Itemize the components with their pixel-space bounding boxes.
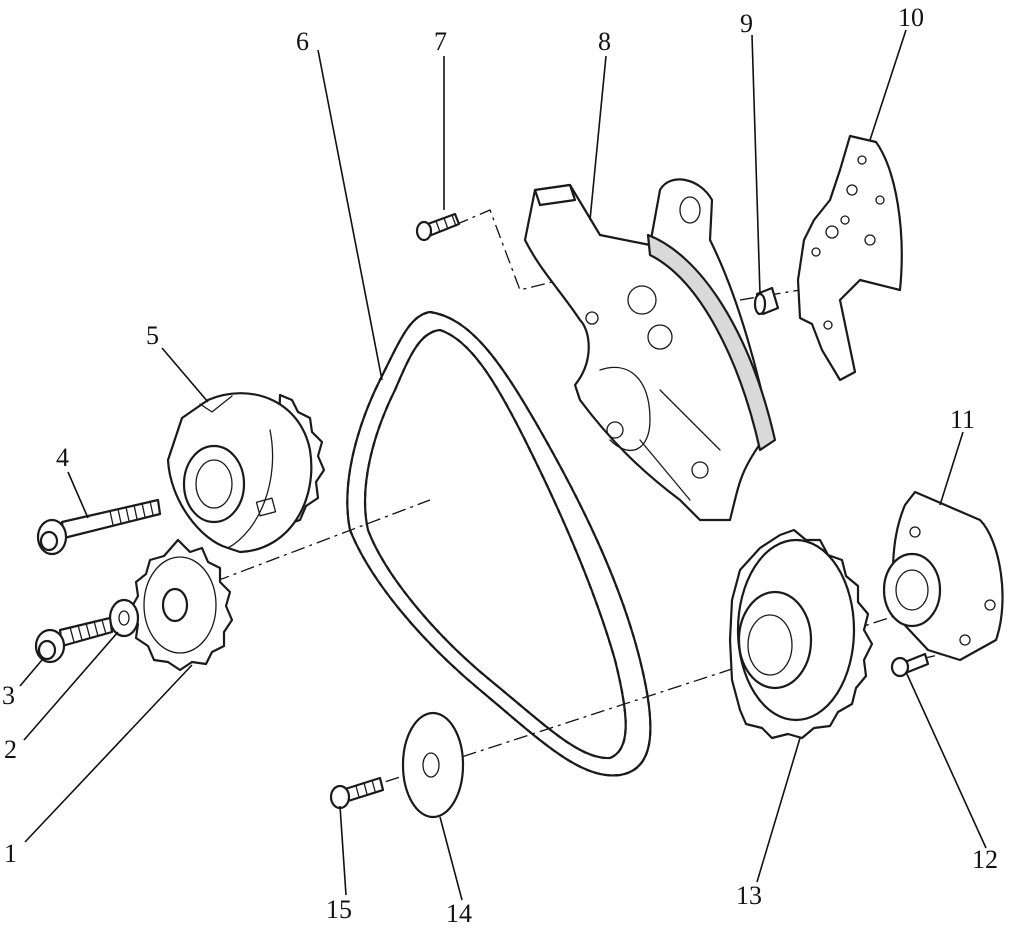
cover-plate bbox=[796, 134, 903, 382]
callout-13: 13 bbox=[736, 881, 762, 910]
chain-guide-housing bbox=[523, 178, 777, 522]
callout-9: 9 bbox=[740, 9, 753, 38]
small-sprocket bbox=[128, 538, 234, 672]
callout-14: 14 bbox=[446, 899, 472, 928]
callout-6: 6 bbox=[296, 27, 309, 56]
callout-15: 15 bbox=[326, 895, 352, 924]
callout-10: 10 bbox=[898, 3, 924, 32]
thrust-washer bbox=[401, 711, 465, 819]
timing-chain bbox=[346, 310, 652, 777]
leader-lines bbox=[19, 29, 987, 901]
crankshaft-sprocket bbox=[728, 528, 874, 740]
tensioner-bolt bbox=[415, 212, 461, 242]
callout-12: 12 bbox=[972, 845, 998, 874]
flange-screw bbox=[890, 652, 930, 678]
flange bbox=[882, 490, 1004, 662]
washer-bolt bbox=[329, 776, 385, 810]
adjuster-bolt bbox=[36, 498, 162, 556]
bushing bbox=[753, 286, 780, 316]
sprocket-bolt bbox=[34, 616, 114, 664]
callout-8: 8 bbox=[598, 27, 611, 56]
callout-11: 11 bbox=[950, 405, 975, 434]
callout-1: 1 bbox=[4, 839, 17, 868]
callout-3: 3 bbox=[2, 681, 15, 710]
callout-5: 5 bbox=[146, 321, 159, 350]
callout-2: 2 bbox=[4, 735, 17, 764]
callout-7: 7 bbox=[434, 27, 447, 56]
camshaft-adjuster bbox=[166, 392, 326, 554]
callout-labels: 1 2 3 4 5 6 7 8 9 10 11 12 13 14 15 bbox=[2, 3, 998, 928]
callout-4: 4 bbox=[56, 443, 69, 472]
washer bbox=[108, 598, 140, 638]
